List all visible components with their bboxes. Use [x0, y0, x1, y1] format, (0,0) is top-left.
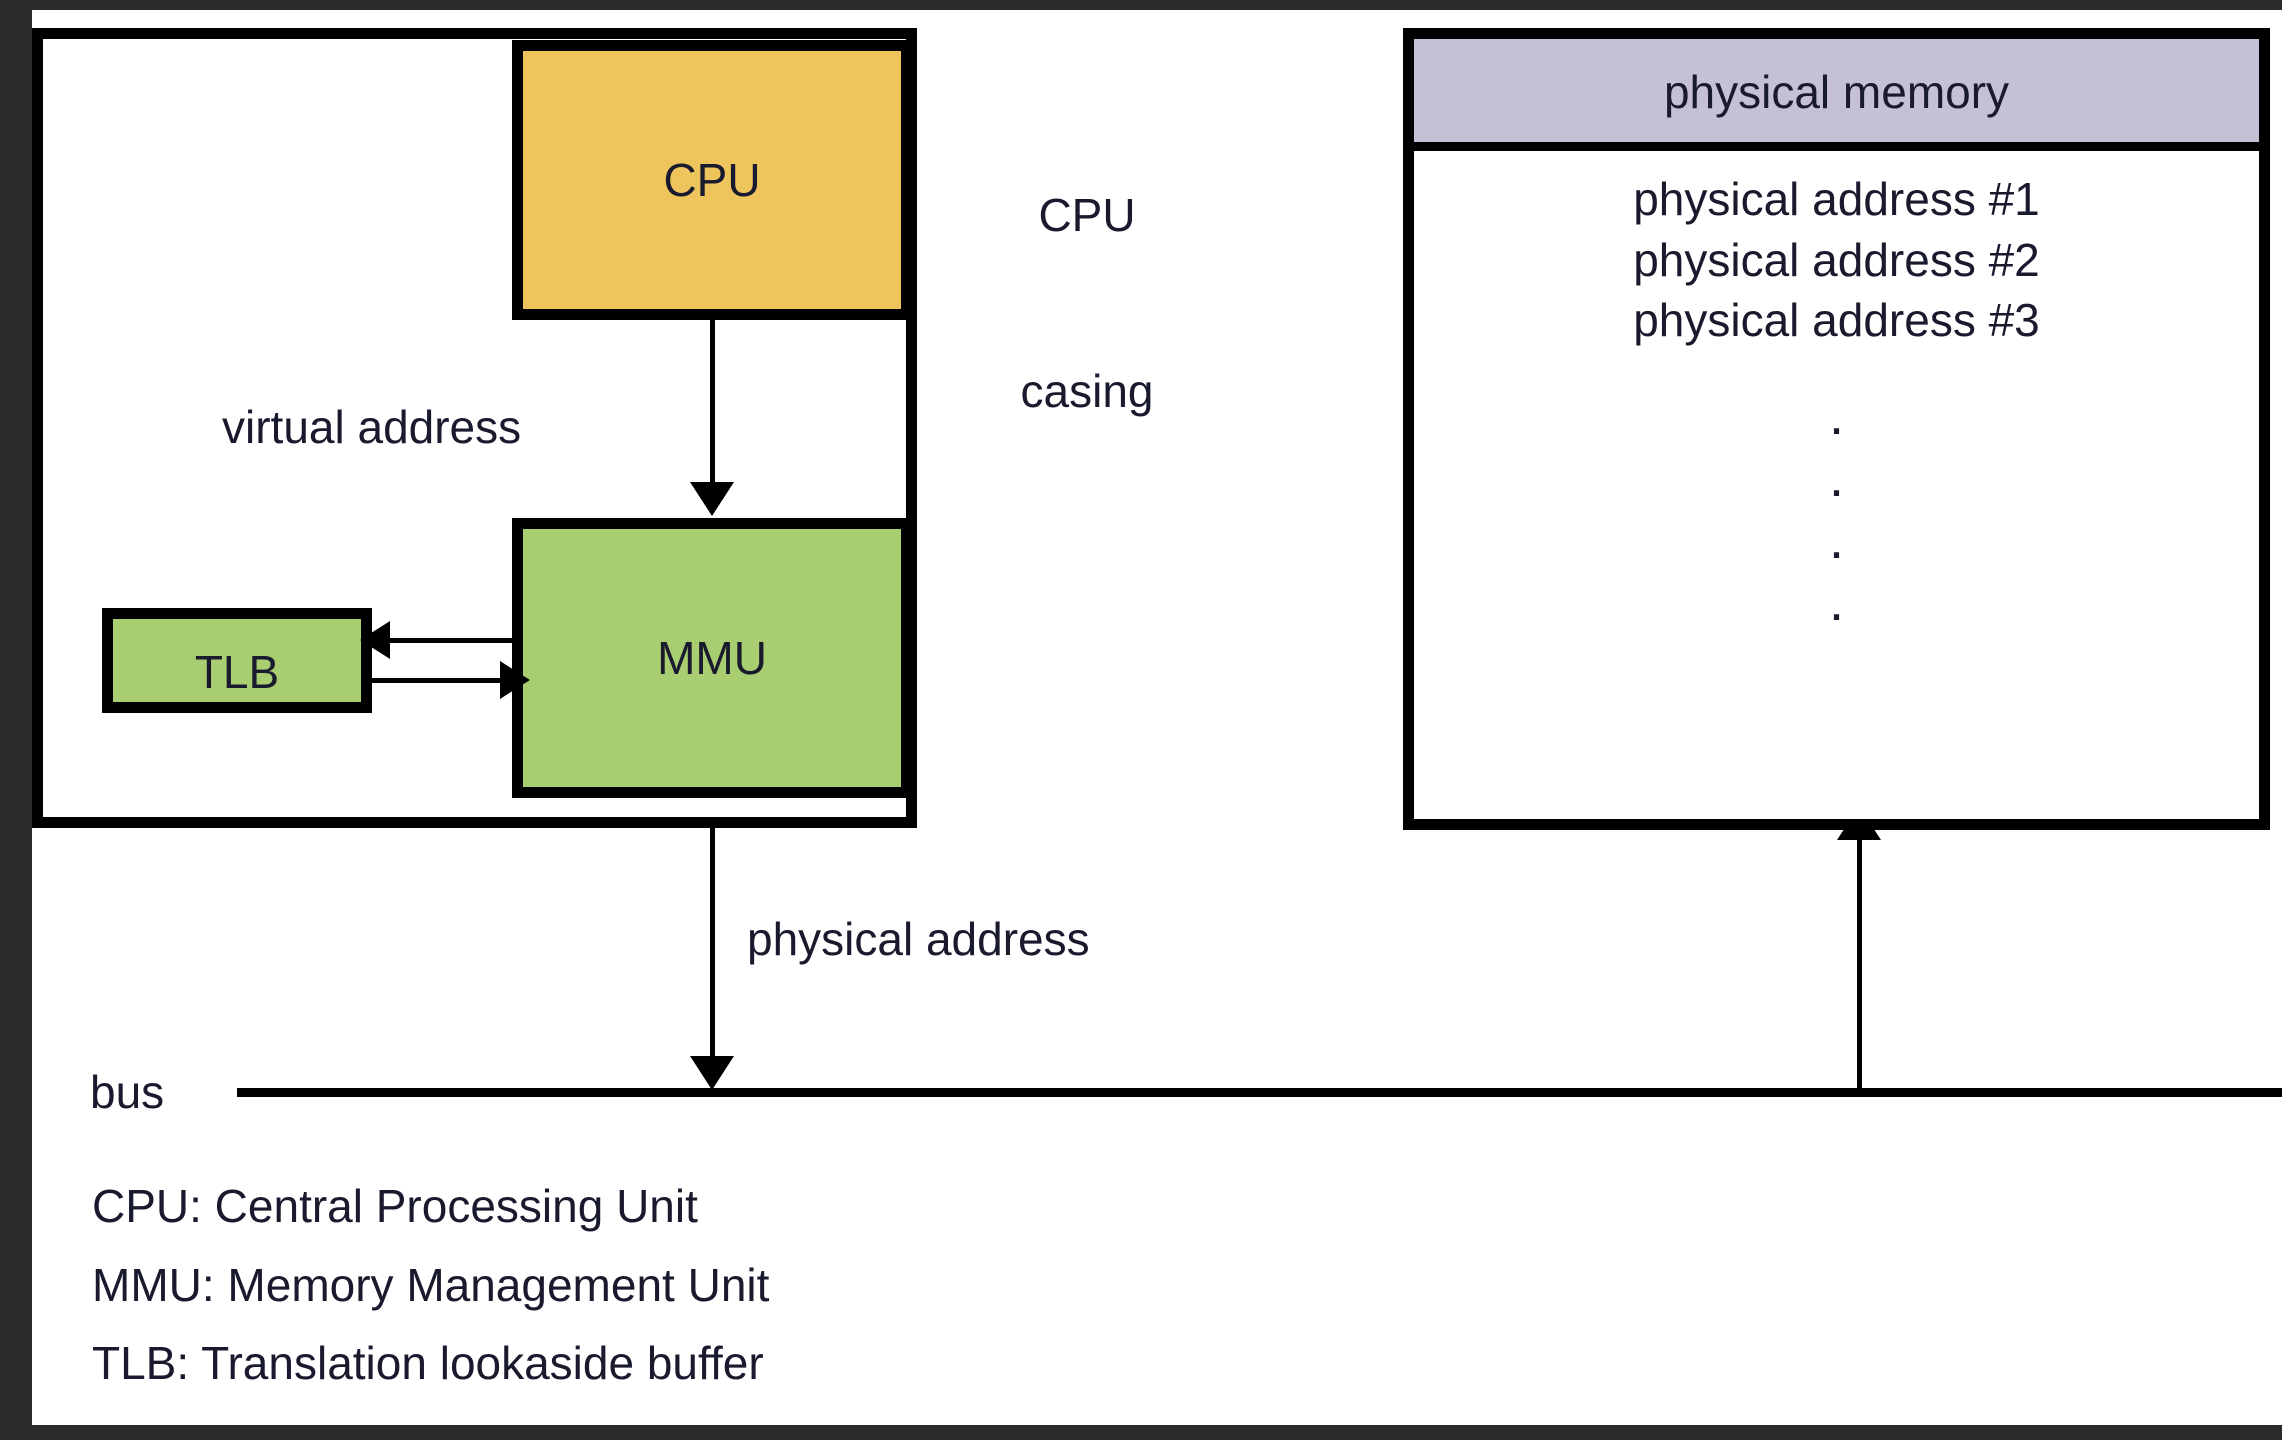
physical-memory-title: physical memory: [1663, 66, 2010, 118]
memory-row: physical address #3: [1633, 294, 2040, 347]
memory-ellipsis-dot: .: [1828, 510, 1844, 571]
memory-ellipsis: . . . .: [1414, 385, 2259, 633]
cpu-casing-label: CPU casing: [972, 68, 1202, 539]
virtual-address-arrow-line: [710, 320, 715, 488]
physical-memory-header: physical memory: [1414, 39, 2259, 151]
cpu-casing-label-line2: casing: [1020, 365, 1154, 418]
diagram-page: CPU casing CPU virtual address MMU TLB p…: [32, 10, 2282, 1425]
physical-memory-body: physical address #1 physical address #2 …: [1414, 151, 2259, 819]
bus-line: [237, 1088, 2282, 1097]
physical-memory-box[interactable]: physical memory physical address #1 phys…: [1403, 28, 2270, 830]
mmu-to-tlb-arrowhead-icon: [360, 621, 390, 659]
mmu-label: MMU: [657, 632, 767, 684]
virtual-address-arrowhead-icon: [690, 482, 734, 516]
cpu-box[interactable]: CPU: [512, 40, 912, 320]
virtual-address-label: virtual address: [222, 401, 522, 453]
memory-row: physical address #1: [1633, 173, 2040, 225]
legend: CPU: Central Processing Unit MMU: Memory…: [92, 1175, 1492, 1411]
mmu-to-tlb-arrow-line: [387, 638, 522, 643]
tlb-to-mmu-arrow-line: [372, 678, 507, 683]
bus-to-memory-arrow-line: [1857, 834, 1862, 1090]
legend-item-cpu: CPU: Central Processing Unit: [92, 1180, 698, 1232]
physical-address-label: physical address: [747, 913, 1090, 965]
tlb-to-mmu-arrowhead-icon: [500, 661, 530, 699]
tlb-box[interactable]: TLB: [102, 608, 372, 713]
legend-item-tlb: TLB: Translation lookaside buffer: [92, 1337, 764, 1390]
physical-address-arrow-line: [710, 828, 715, 1060]
physical-address-arrowhead-icon: [690, 1056, 734, 1090]
memory-ellipsis-dot: .: [1828, 572, 1844, 633]
legend-item-mmu: MMU: Memory Management Unit: [92, 1258, 770, 1311]
memory-ellipsis-dot: .: [1828, 386, 1844, 447]
memory-ellipsis-dot: .: [1828, 448, 1844, 509]
bus-label: bus: [90, 1066, 165, 1118]
memory-row: physical address #2: [1633, 233, 2040, 286]
cpu-casing-label-line1: CPU: [1038, 188, 1136, 241]
cpu-label: CPU: [663, 154, 761, 206]
tlb-label: TLB: [194, 646, 280, 698]
mmu-box[interactable]: MMU: [512, 518, 912, 798]
